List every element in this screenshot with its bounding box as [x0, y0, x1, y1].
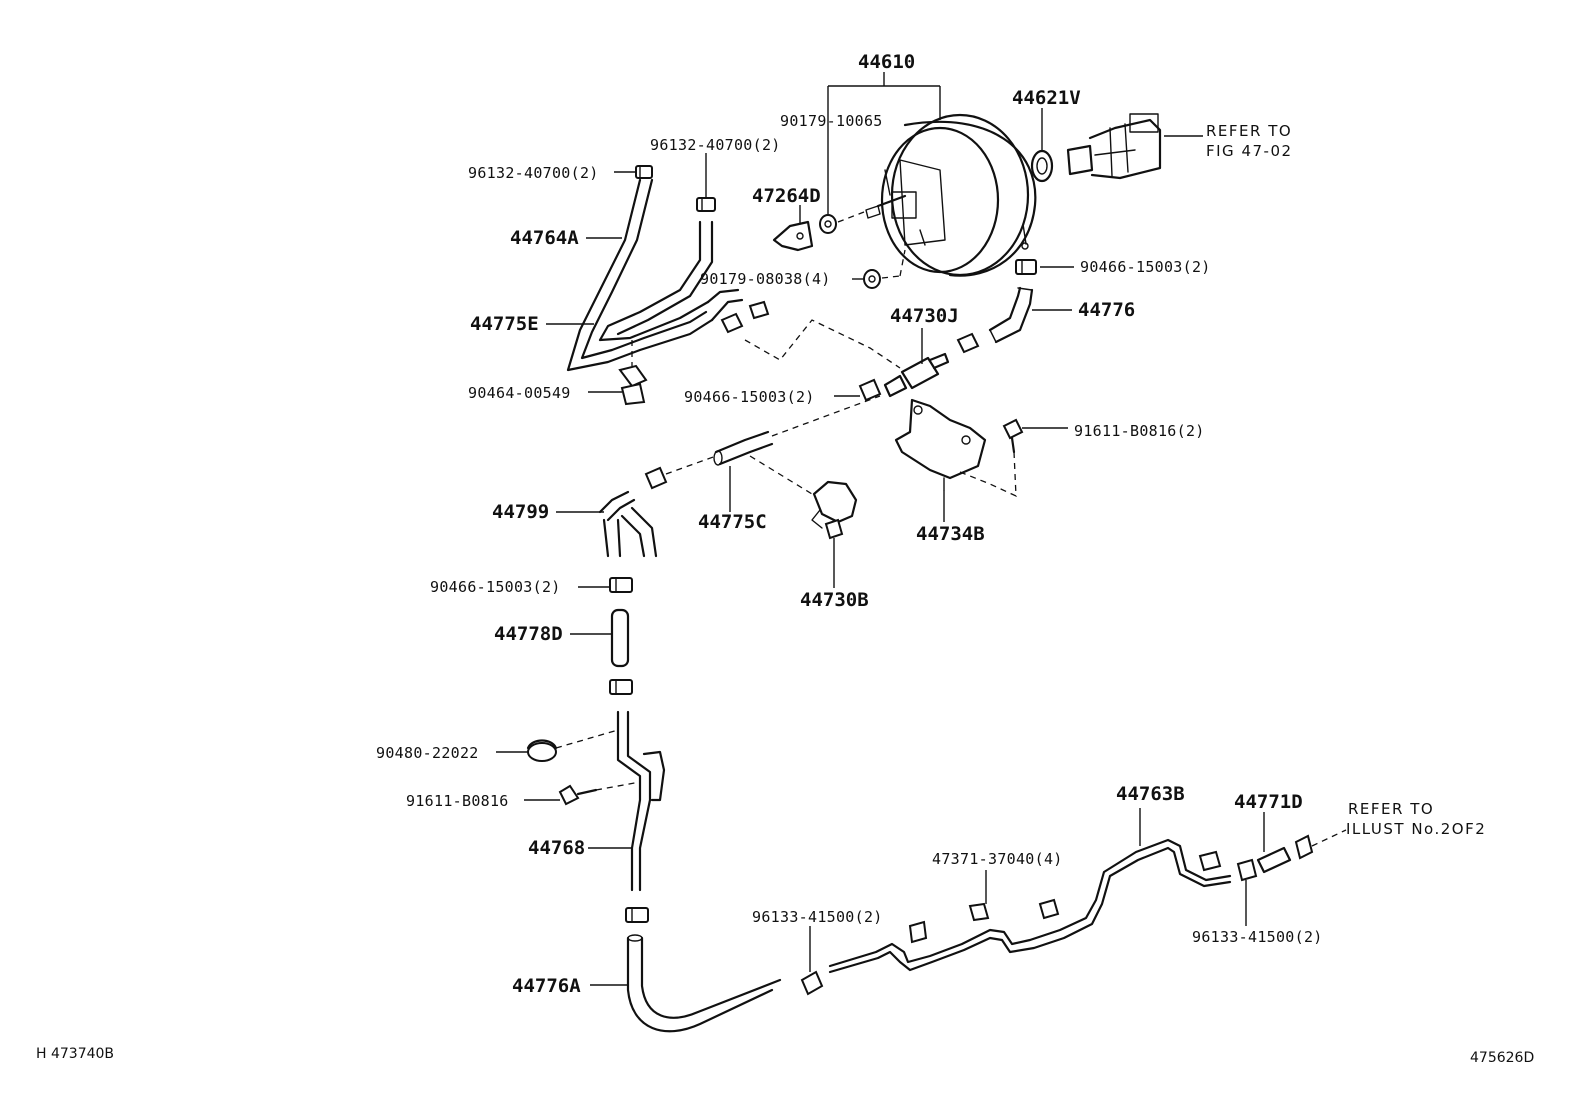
bracket-icon [894, 398, 987, 491]
hose-clamp-icon [1236, 834, 1314, 882]
label-refer-fig-2: FIG 47-02 [1206, 142, 1293, 160]
label-90466-15003-mid: 90466-15003(2) [684, 388, 815, 406]
label-refer-illust: REFER TO [1348, 800, 1434, 818]
hose-clamp-icon [720, 300, 770, 334]
label-44763b: 44763B [1116, 783, 1185, 805]
hose-clamp-icon [625, 907, 649, 923]
footer-left-code: H 473740B [36, 1046, 114, 1062]
label-refer-illust-2: ILLUST No.2OF2 [1346, 820, 1486, 838]
label-44778d: 44778D [494, 623, 563, 645]
label-44776a: 44776A [512, 975, 581, 997]
label-96133-41500-left: 96133-41500(2) [752, 908, 883, 926]
hose-clamp-icon [696, 197, 716, 212]
brake-booster-icon [865, 113, 1037, 277]
label-96132-40700-right: 96132-40700(2) [650, 136, 781, 154]
label-90480-22022: 90480-22022 [376, 744, 479, 762]
hose-clamp-icon [800, 970, 824, 996]
label-44768: 44768 [528, 837, 585, 859]
hose-clamp-icon [635, 165, 653, 179]
leader-44610 [827, 72, 941, 214]
label-refer-fig: REFER TO [1206, 122, 1292, 140]
label-44799: 44799 [492, 501, 549, 523]
label-90179-08038: 90179-08038(4) [700, 270, 831, 288]
nut-icon [863, 269, 881, 289]
hose-clamp-icon [609, 679, 633, 695]
label-44730b: 44730B [800, 589, 869, 611]
label-90466-15003-low: 90466-15003(2) [430, 578, 561, 596]
label-44730j: 44730J [890, 305, 959, 327]
label-91611-b0816-top: 91611-B0816(2) [1074, 422, 1205, 440]
check-valve-icon [811, 480, 858, 540]
pipe-clip-icon [908, 850, 1222, 944]
label-90179-10065: 90179-10065 [780, 112, 883, 130]
label-44776: 44776 [1078, 299, 1135, 321]
label-96132-40700-left: 96132-40700(2) [468, 164, 599, 182]
hose-clamp-icon [1015, 259, 1037, 275]
vacuum-hose-icon [598, 490, 658, 558]
label-47264d: 47264D [752, 185, 821, 207]
vacuum-pipe-icon [828, 838, 1232, 974]
label-47371-37040: 47371-37040(4) [932, 850, 1063, 868]
vacuum-hose-icon [626, 934, 782, 1033]
label-96133-41500-right: 96133-41500(2) [1192, 928, 1323, 946]
vacuum-hose-icon [713, 430, 774, 466]
label-90466-15003-top: 90466-15003(2) [1080, 258, 1211, 276]
label-90464-00549: 90464-00549 [468, 384, 571, 402]
label-44734b: 44734B [916, 523, 985, 545]
label-91611-b0816: 91611-B0816 [406, 792, 509, 810]
bolt-icon [1002, 418, 1024, 454]
footer-right-code: 475626D [1470, 1050, 1534, 1066]
nut-icon [819, 214, 837, 234]
vacuum-hose-icon [988, 286, 1034, 344]
vacuum-hose-icon [1256, 846, 1292, 874]
hose-clamp-icon [956, 332, 980, 354]
bracket-icon [772, 220, 814, 252]
label-44771d: 44771D [1234, 791, 1303, 813]
grommet-icon [526, 739, 558, 762]
hose-clamp-icon [858, 378, 882, 402]
label-44764a: 44764A [510, 227, 579, 249]
hose-clip-icon [618, 364, 648, 406]
hose-clamp-icon [609, 577, 633, 593]
vacuum-hose-icon [566, 178, 744, 372]
vacuum-hose-icon [610, 608, 630, 668]
bolt-icon [558, 784, 598, 806]
label-44610: 44610 [858, 51, 915, 73]
vacuum-pipe-icon [616, 710, 666, 892]
seal-ring-icon [1030, 149, 1054, 183]
label-44775e: 44775E [470, 313, 539, 335]
check-valve-icon [883, 352, 950, 398]
hose-clamp-icon [644, 466, 668, 490]
label-44621v: 44621V [1012, 87, 1081, 109]
label-44775c: 44775C [698, 511, 767, 533]
master-cylinder-icon [1066, 113, 1162, 180]
